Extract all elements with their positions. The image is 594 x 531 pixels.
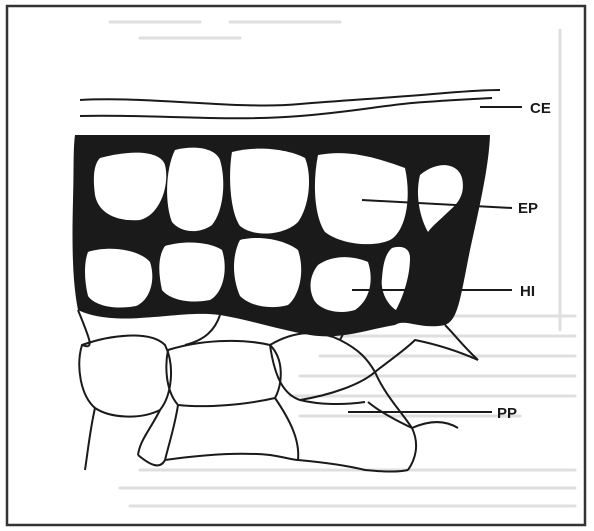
parenchyma-wall: [275, 398, 298, 460]
epidermis-cell: [315, 153, 408, 244]
hypodermis-cell: [159, 243, 224, 302]
parenchyma-cell: [270, 333, 375, 400]
label-hi: HI: [520, 283, 535, 300]
parenchyma-wall: [165, 405, 178, 460]
epidermis-cell: [167, 148, 223, 231]
parenchyma-wall: [138, 455, 165, 465]
parenchyma-wall: [85, 408, 95, 470]
label-ce: CE: [530, 100, 551, 117]
parenchyma-cell: [166, 341, 280, 406]
parenchyma-wall: [78, 310, 90, 346]
parenchyma-wall: [165, 454, 298, 460]
cuticle-outer-line: [80, 90, 500, 106]
parenchyma-wall: [375, 372, 416, 470]
label-pp: PP: [497, 405, 517, 422]
parenchyma-cells: [78, 310, 478, 472]
hypodermis-cell: [85, 249, 152, 308]
label-ep: EP: [518, 200, 538, 217]
epidermis-cell: [230, 149, 309, 234]
hypodermis-cell: [234, 238, 301, 307]
hypodermis-cell: [311, 257, 371, 312]
parenchyma-wall: [300, 400, 365, 404]
parenchyma-wall: [412, 422, 458, 428]
parenchyma-cell: [79, 336, 171, 417]
